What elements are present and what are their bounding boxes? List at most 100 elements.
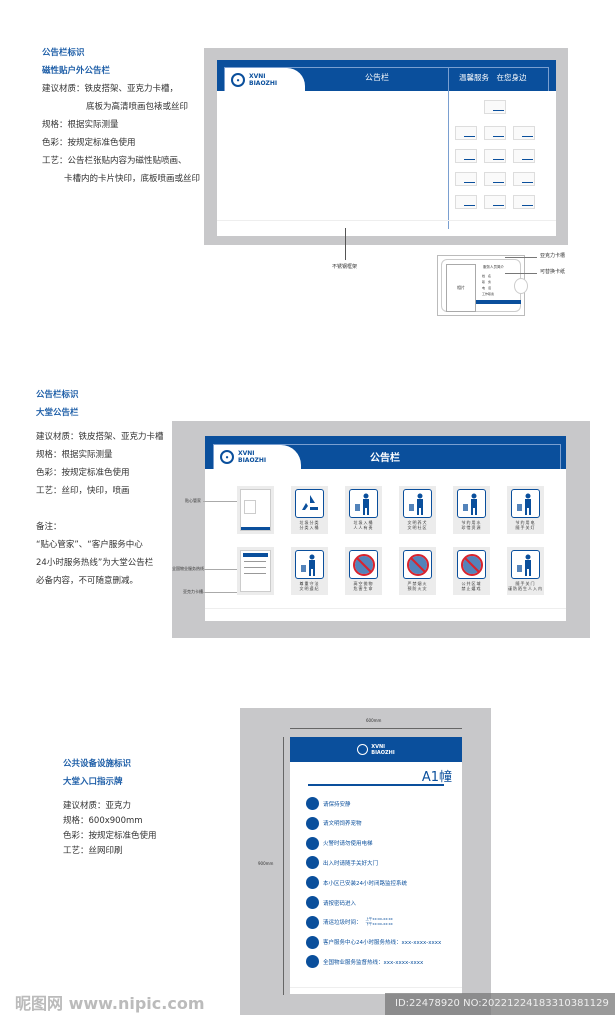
sign-steward-card (237, 486, 274, 534)
frame-label: 不锈钢框架 (332, 264, 358, 270)
side-label: 全国物业服务热线 (172, 566, 204, 571)
sign-caption: 公共区域禁止嬉戏 (453, 581, 490, 591)
sign-caption: 高空抛物危害生命 (345, 581, 382, 591)
spec-line: 工艺：丝印，快印，喷画 (36, 486, 130, 496)
spec-line: 建议材质：铁皮搭架、亚克力卡槽， (42, 84, 179, 94)
notice-item: 请按密码进入 (306, 896, 356, 909)
staff-card (513, 149, 535, 163)
staff-card (484, 100, 506, 114)
notice-item: 客户服务中心24小时服务热线：xxx-xxxx-xxxx (306, 935, 442, 949)
staff-card-detail: 相片 服务人员简介 姓 名 职 务 电 话 工作职责 (437, 255, 528, 316)
sign-recycle-icon: 垃圾分类分类入桶 (291, 486, 328, 534)
section3-title: 公共设备设施标识 (63, 759, 132, 769)
steward-card (240, 489, 271, 531)
caption-line: 高空抛物 (353, 581, 374, 586)
staff-card (513, 126, 535, 140)
caption-line: 尊重守法 (299, 581, 320, 586)
caption-line: 垃圾入桶 (353, 520, 374, 525)
spec-line: 工艺：丝网印刷 (63, 846, 123, 856)
board-title: 公告栏 (365, 73, 389, 82)
spec-line: 建议材质：铁皮搭架、亚克力卡槽 (36, 432, 164, 442)
sign-caption: 节约用水珍惜资源 (453, 520, 490, 530)
side-label: 亚克力卡槽 (183, 589, 203, 594)
caption-line: 分类入桶 (299, 525, 320, 530)
width-dimension: 600mm (366, 718, 382, 723)
staff-card (484, 149, 506, 163)
site-watermark: 昵图网 www.nipic.com (15, 994, 205, 1013)
replaceable-card-label: 可替换卡纸 (540, 269, 566, 275)
caption-line: 节约用电 (515, 520, 536, 525)
note-line: 必备内容，不可随意删减。 (36, 576, 139, 586)
spec-line: 底板为高清喷画包裱或丝印 (86, 102, 189, 112)
notice-item: 本小区已安装24小时闭路监控系统 (306, 876, 407, 890)
section2-subtitle: 大堂公告栏 (36, 408, 79, 418)
sign-caption: 文明养犬文明社区 (399, 520, 436, 530)
caption-line: 节约用水 (461, 520, 482, 525)
sign-caption: 节约用电随手关灯 (507, 520, 544, 530)
caption-line: 文明社区 (407, 525, 428, 530)
door-icon (306, 856, 319, 870)
note-line: 24小时服务热线”为大堂公告栏 (36, 558, 154, 568)
caption-line: 文明养犬 (407, 520, 428, 525)
sign-caption: 尊重守法文明遵纪 (291, 581, 328, 591)
trash-person-icon (349, 489, 378, 518)
staff-card (455, 149, 477, 163)
caption-line: 危害生命 (353, 586, 374, 591)
spec-line: 规格：根据实际测量 (42, 120, 119, 130)
sign-faucet-icon: 节约用水珍惜资源 (453, 486, 490, 534)
notice-text: 火警时请勿使用电梯 (323, 841, 373, 848)
caption-line: 谨防陌生人入内 (508, 586, 543, 591)
notice-text: 清运垃圾时间： (323, 920, 362, 927)
no-throwing-icon (349, 550, 378, 579)
photo-placeholder: 相片 (446, 264, 476, 312)
staff-card (455, 195, 477, 209)
building-number: A1幢 (421, 770, 452, 785)
no-fire-icon (403, 550, 432, 579)
wall-painting-icon (295, 550, 324, 579)
section3-description: 公共设备设施标识 大堂入口指示牌 建议材质：亚克力 规格：600x900mm 色… (63, 755, 157, 859)
notice-item: 请保持安静 (306, 797, 351, 810)
caption-line: 珍惜资源 (461, 525, 482, 530)
spec-line: 建议材质：亚克力 (63, 801, 132, 811)
logo-emblem-icon: ● (231, 72, 245, 87)
caption-line: 文明遵纪 (299, 586, 320, 591)
logo-emblem-icon (357, 744, 369, 755)
dog-walking-icon (403, 489, 432, 518)
staff-card (513, 195, 535, 209)
staff-card (484, 195, 506, 209)
notice-text: 出入时请随手关好大门 (323, 860, 379, 867)
caption-line: 严禁烟火 (407, 581, 428, 586)
sign-caption: 随手关门谨防陌生人入内 (507, 581, 544, 591)
notice-text: 请文明饲养宠物 (323, 821, 362, 828)
notice-text: 全国物业服务监督热线：xxx-xxxx-xxxx (323, 959, 424, 966)
note-line: 备注： (36, 522, 62, 532)
spec-line: 色彩：按规定标准色使用 (63, 831, 157, 841)
close-door-icon (511, 550, 540, 579)
section1-subtitle: 磁性贴户外公告栏 (42, 66, 111, 76)
sign-trash-person-icon: 垃圾入桶人人有责 (345, 486, 382, 534)
sign-close-door-icon: 随手关门谨防陌生人入内 (507, 547, 544, 595)
notice-item: 请文明饲养宠物 (306, 816, 362, 830)
acrylic-slot-label: 亚克力卡槽 (540, 253, 566, 259)
note-line: “贴心管家”、“客户服务中心 (36, 540, 143, 550)
sign-no-fire-icon: 严禁烟火预防火灾 (399, 547, 436, 595)
notice-text: 本小区已安装24小时闭路监控系统 (323, 880, 407, 887)
right-panel-title: 温馨服务 在您身边 (459, 73, 527, 82)
spec-line: 色彩：按规定标准色使用 (36, 468, 130, 478)
sign-caption: 严禁烟火预防火灾 (399, 581, 436, 591)
time-line: 上午xx:xx-xx:xx (365, 917, 393, 922)
side-label: 贴心管家 (185, 498, 201, 503)
section1-description: 公告栏标识 磁性贴户外公告栏 建议材质：铁皮搭架、亚克力卡槽， 底板为高清喷画包… (42, 44, 200, 188)
caption-line: 预防火灾 (407, 586, 428, 591)
image-id-watermark: ID:22478920 NO:20221224183310381129 (385, 993, 615, 1015)
keypad-icon (306, 896, 319, 909)
notice-text: 客户服务中心24小时服务热线：xxx-xxxx-xxxx (323, 940, 442, 947)
section1-title: 公告栏标识 (42, 48, 85, 58)
